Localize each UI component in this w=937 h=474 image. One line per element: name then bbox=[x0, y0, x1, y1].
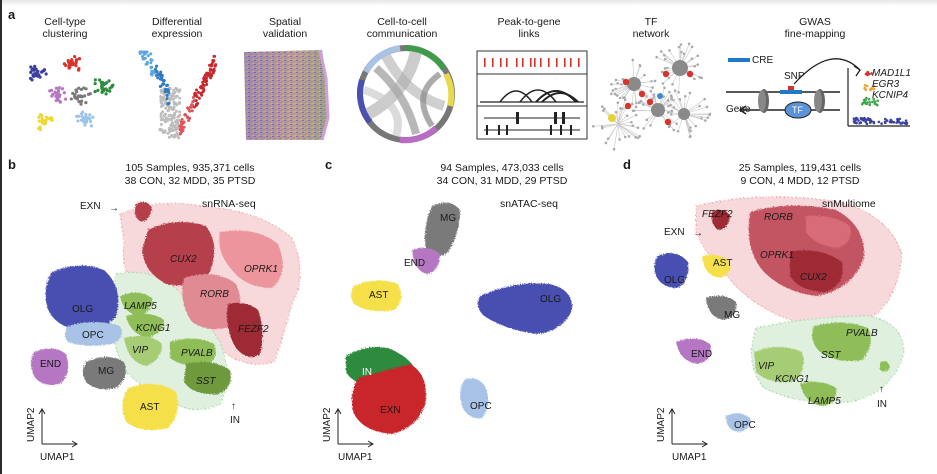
b-label-in: IN bbox=[230, 415, 240, 426]
b-label-oprk1: OPRK1 bbox=[244, 264, 278, 275]
d-umap2: UMAP2 bbox=[656, 407, 667, 442]
b-label-pvalb: PVALB bbox=[181, 348, 213, 359]
d-label-rorb: RORB bbox=[764, 212, 793, 223]
umap-snrna bbox=[31, 201, 301, 430]
snp-label: SNP bbox=[784, 71, 805, 82]
b-label-opc: OPC bbox=[82, 330, 104, 341]
volcano-plot-icon bbox=[138, 50, 218, 140]
gwas-gene-3: KCNIP4 bbox=[872, 90, 909, 101]
d-label-sst: SST bbox=[821, 350, 841, 361]
d-label-vip: VIP bbox=[758, 361, 775, 372]
cre-label: CRE bbox=[752, 55, 774, 66]
panel-b-letter: b bbox=[8, 157, 16, 172]
d-label-cux2: CUX2 bbox=[800, 272, 827, 283]
b-axes bbox=[38, 408, 78, 448]
snatac-assay-label: snATAC-seq bbox=[500, 198, 558, 210]
c-label-mg: MG bbox=[440, 213, 457, 224]
b-in-arrow: ↑ bbox=[231, 401, 236, 412]
gene-label: Gene bbox=[726, 104, 751, 115]
c-axes bbox=[334, 408, 374, 448]
c-label-end: END bbox=[404, 258, 426, 269]
chord-diagram-icon bbox=[357, 45, 455, 144]
b-label-exn: EXN bbox=[80, 201, 101, 212]
b-label-vip: VIP bbox=[132, 345, 149, 356]
b-label-mg: MG bbox=[98, 366, 115, 377]
window-edge bbox=[0, 0, 2, 474]
c-umap1: UMAP1 bbox=[338, 452, 373, 463]
d-label-ast: AST bbox=[713, 258, 733, 269]
b-label-olg: OLG bbox=[72, 304, 94, 315]
d-label-pvalb: PVALB bbox=[846, 328, 878, 339]
d-label-exn: EXN bbox=[664, 227, 685, 238]
b-label-fezf2: FEZF2 bbox=[238, 324, 269, 335]
d-label-in: IN bbox=[877, 399, 887, 410]
spatial-section-icon bbox=[244, 49, 330, 141]
peak-to-gene-icon bbox=[476, 50, 588, 140]
d-umap1: UMAP1 bbox=[672, 452, 707, 463]
gwas-gene-1: MAD1L1 bbox=[872, 68, 911, 79]
clustering-icon bbox=[28, 54, 115, 132]
c-umap2: UMAP2 bbox=[322, 407, 333, 442]
b-exn-arrow: → bbox=[109, 203, 119, 214]
b-label-kcng1: KCNG1 bbox=[136, 323, 171, 334]
b-umap1: UMAP1 bbox=[40, 452, 75, 463]
gwas-gene-2: EGR3 bbox=[872, 79, 900, 90]
c-label-in: IN bbox=[362, 367, 372, 378]
b-label-end: END bbox=[40, 359, 62, 370]
b-label-ast: AST bbox=[140, 402, 160, 413]
b-label-rorb: RORB bbox=[200, 289, 229, 300]
d-label-fezf2: FEZF2 bbox=[702, 209, 733, 220]
tf-label: TF bbox=[792, 105, 803, 115]
d-label-olg: OLG bbox=[664, 275, 686, 286]
b-umap2: UMAP2 bbox=[26, 407, 37, 442]
d-axes bbox=[668, 408, 708, 448]
d-label-end: END bbox=[691, 349, 713, 360]
d-label-kcng1: KCNG1 bbox=[775, 374, 810, 385]
panel-d-letter: d bbox=[623, 157, 631, 172]
umap-snatac bbox=[346, 202, 573, 434]
c-label-olg: OLG bbox=[540, 294, 562, 305]
c-label-exn: EXN bbox=[380, 405, 401, 416]
gwas-fine-mapping-icon bbox=[726, 58, 910, 127]
d-label-mg: MG bbox=[724, 310, 741, 321]
panel-c-letter: c bbox=[325, 157, 333, 172]
snmultiome-assay-label: snMultiome bbox=[822, 198, 876, 210]
c-label-ast: AST bbox=[369, 290, 389, 301]
snrna-assay-label: snRNA-seq bbox=[202, 198, 256, 210]
tf-network-icon bbox=[592, 42, 712, 151]
d-label-oprk1: OPRK1 bbox=[760, 250, 794, 261]
panel-a-letter: a bbox=[8, 7, 16, 22]
b-label-sst: SST bbox=[196, 376, 216, 387]
d-label-lamp5: LAMP5 bbox=[808, 396, 841, 407]
top-strip bbox=[0, 0, 937, 6]
b-label-lamp5: LAMP5 bbox=[124, 301, 157, 312]
d-label-opc: OPC bbox=[734, 420, 756, 431]
b-label-cux2: CUX2 bbox=[170, 254, 197, 265]
umap-snmultiome bbox=[654, 196, 905, 432]
c-label-opc: OPC bbox=[470, 401, 492, 412]
d-exn-arrow: → bbox=[693, 228, 703, 239]
d-in-arrow: ↑ bbox=[879, 384, 884, 395]
